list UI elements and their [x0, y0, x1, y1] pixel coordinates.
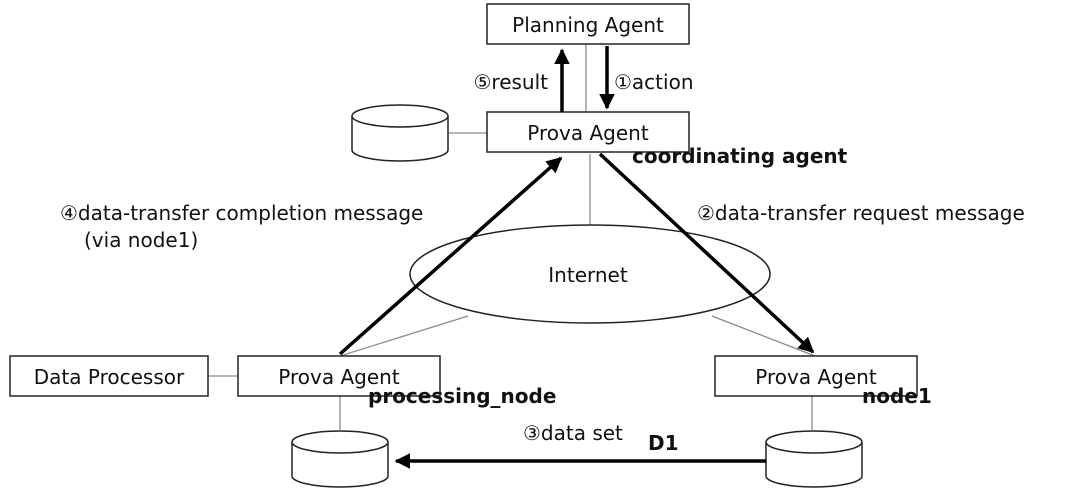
processing-node-label: processing_node: [368, 384, 556, 408]
line-internet-to-right: [711, 315, 816, 357]
connector-lines: [208, 44, 816, 430]
data-processor-box: [9, 355, 209, 397]
prova-agent-left-label: Prova Agent: [278, 365, 400, 389]
completion-arrow: [338, 156, 563, 356]
database-right-icon: [765, 430, 863, 488]
coordinating-agent-label: coordinating agent: [632, 144, 848, 168]
prova-agent-right-label: Prova Agent: [755, 365, 877, 389]
request-arrow: [598, 152, 815, 354]
planning-agent-box: [486, 3, 690, 45]
internet-label: Internet: [548, 263, 628, 287]
prova-agent-right-box: [714, 355, 918, 397]
message-arrows: [338, 46, 815, 469]
node1-label: node1: [862, 384, 932, 408]
database-top-icon: [351, 104, 449, 162]
data-set-label: ③data set: [523, 421, 623, 445]
completion-label-line1: ④data-transfer completion message: [60, 201, 423, 225]
request-label: ②data-transfer request message: [697, 201, 1025, 225]
result-label: ⑤result: [473, 70, 548, 94]
prova-agent-top-box: [486, 111, 690, 153]
d1-label: D1: [648, 431, 679, 455]
line-internet-to-left: [339, 315, 469, 357]
data-processor-label: Data Processor: [34, 365, 185, 389]
database-left-icon: [291, 430, 389, 488]
prova-agent-top-label: Prova Agent: [527, 121, 649, 145]
prova-agent-left-box: [237, 355, 441, 397]
completion-label-line2: (via node1): [84, 228, 198, 252]
action-label: ①action: [614, 70, 694, 94]
planning-agent-label: Planning Agent: [512, 13, 664, 37]
internet-ellipse: [409, 224, 771, 324]
